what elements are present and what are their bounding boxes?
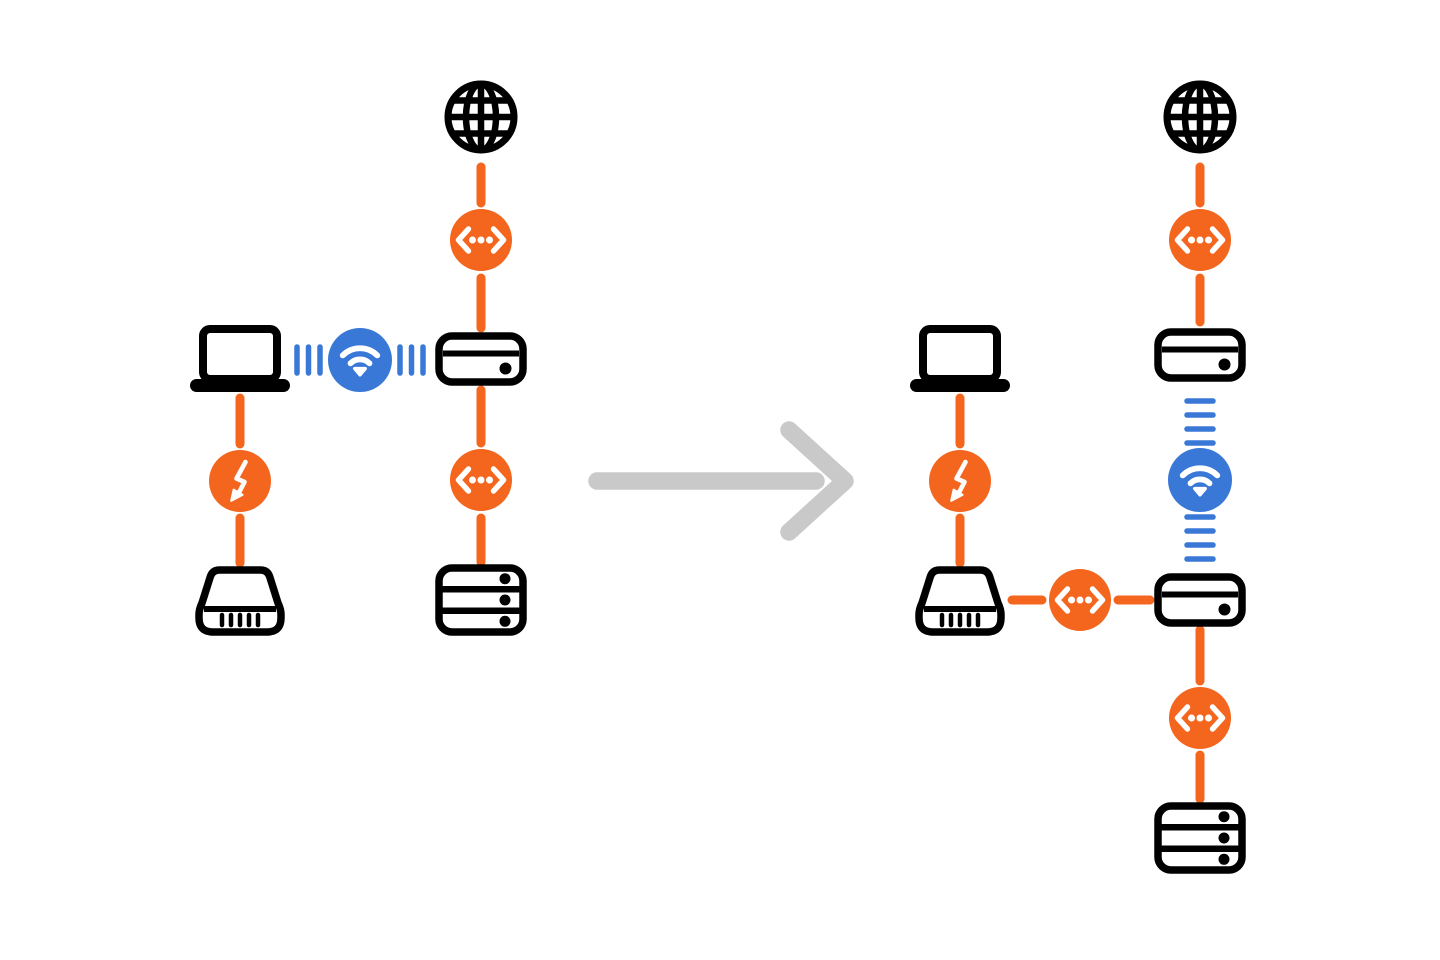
ethernet-icon (1169, 687, 1231, 749)
ethernet-icon (450, 209, 512, 271)
wifi-link-dashes (1184, 398, 1216, 562)
router-icon (435, 332, 527, 386)
transform-arrow (588, 421, 854, 541)
globe-icon (1163, 80, 1237, 154)
drive-vents (219, 612, 261, 628)
globe-icon (444, 80, 518, 154)
wifi-link-dashes (294, 344, 426, 376)
thunderbolt-icon (929, 450, 991, 512)
drive-vents (939, 612, 981, 628)
wifi-icon (328, 328, 392, 392)
before-diagram (190, 80, 527, 636)
drive-icon (195, 566, 285, 636)
server-icon (435, 564, 527, 636)
wifi-icon (1168, 448, 1232, 512)
router-icon (1154, 573, 1246, 627)
laptop-icon (190, 325, 290, 392)
laptop-icon (910, 325, 1010, 392)
ethernet-icon (450, 449, 512, 511)
router-icon (1154, 328, 1246, 382)
after-diagram (910, 80, 1246, 874)
thunderbolt-icon (209, 450, 271, 512)
ethernet-icon (1049, 569, 1111, 631)
server-icon (1154, 802, 1246, 874)
ethernet-icon (1169, 209, 1231, 271)
drive-icon (915, 566, 1005, 636)
